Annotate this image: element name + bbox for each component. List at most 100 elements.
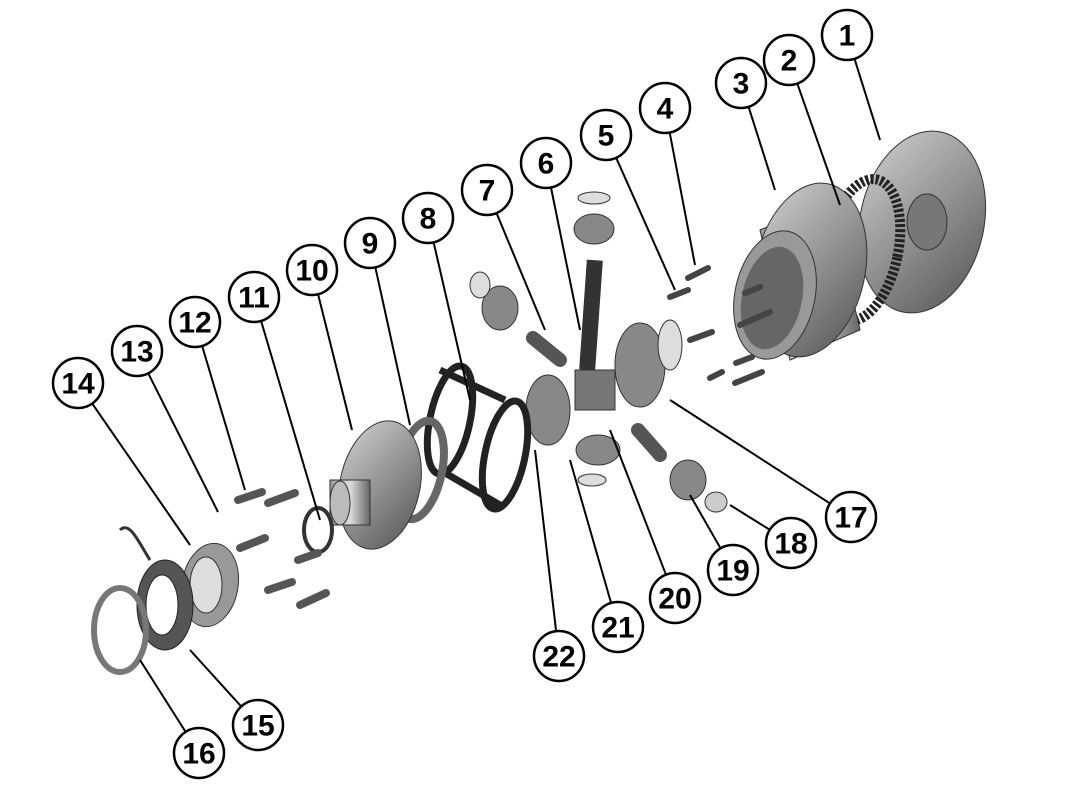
- callout-19: 19: [689, 494, 760, 597]
- callout-circle: [648, 571, 702, 625]
- callout-15: 15: [189, 649, 285, 752]
- callout-number: 5: [598, 120, 615, 153]
- callout-circle: [579, 108, 633, 162]
- part-o-ring: [91, 585, 149, 675]
- callout-circle: [110, 324, 164, 378]
- callout-circle: [227, 270, 281, 324]
- leader-line: [317, 294, 353, 431]
- part-gears: [469, 191, 728, 513]
- callout-number: 22: [542, 641, 575, 674]
- part-bolts: [234, 488, 330, 609]
- callout-10: 10: [285, 243, 353, 431]
- callout-circle: [820, 8, 874, 62]
- callout-9: 9: [343, 216, 411, 426]
- callout-5: 5: [579, 108, 676, 291]
- leader-line: [260, 320, 321, 521]
- callout-13: 13: [110, 324, 219, 513]
- leader-line: [668, 132, 696, 266]
- callout-circle: [460, 163, 514, 217]
- leader-line: [609, 429, 667, 576]
- callout-circle: [824, 490, 878, 544]
- leader-line: [689, 494, 722, 549]
- callout-3: 3: [714, 56, 776, 191]
- callout-number: 8: [420, 203, 437, 236]
- callout-14: 14: [51, 356, 191, 546]
- callout-number: 2: [781, 45, 798, 78]
- callout-circle: [764, 516, 818, 570]
- callout-circle: [706, 543, 760, 597]
- callout-number: 4: [657, 93, 674, 126]
- callout-22: 22: [532, 449, 586, 683]
- leader-line: [615, 157, 676, 291]
- callout-circle: [401, 191, 455, 245]
- part-case: [733, 182, 868, 361]
- callout-circle: [762, 33, 816, 87]
- callout-circle: [638, 81, 692, 135]
- callout-number: 12: [178, 307, 211, 340]
- leader-line: [669, 399, 831, 505]
- part-cage: [423, 362, 532, 513]
- callout-16: 16: [139, 659, 226, 780]
- leader-line: [91, 402, 191, 546]
- callout-11: 11: [227, 270, 321, 521]
- leader-line: [729, 504, 771, 531]
- callout-number: 19: [716, 555, 749, 588]
- callout-21: 21: [569, 459, 645, 654]
- callout-8: 8: [401, 191, 471, 401]
- callout-4: 4: [638, 81, 696, 266]
- callout-number: 16: [182, 738, 215, 771]
- leader-line: [853, 58, 881, 141]
- callout-circle: [714, 56, 768, 110]
- leader-line: [189, 649, 242, 708]
- callout-number: 20: [658, 583, 691, 616]
- callout-number: 21: [601, 612, 634, 645]
- callout-6: 6: [519, 136, 581, 331]
- callout-circle: [51, 356, 105, 410]
- callout-circle: [172, 726, 226, 780]
- callout-number: 3: [733, 68, 750, 101]
- callout-12: 12: [168, 295, 246, 491]
- callout-17: 17: [669, 399, 878, 544]
- callout-number: 11: [238, 282, 270, 315]
- callout-number: 14: [61, 368, 95, 401]
- callout-number: 9: [362, 228, 379, 261]
- part-pins: [526, 331, 667, 462]
- callout-circle: [343, 216, 397, 270]
- callout-number: 17: [834, 502, 867, 535]
- callout-20: 20: [609, 429, 702, 625]
- leader-line: [796, 83, 841, 206]
- leader-line: [569, 459, 613, 604]
- callout-2: 2: [762, 33, 841, 206]
- leader-line: [374, 267, 411, 426]
- callout-circle: [591, 600, 645, 654]
- callout-number: 10: [295, 255, 328, 288]
- leader-line: [747, 106, 776, 191]
- part-hub: [329, 420, 422, 550]
- callout-number: 1: [839, 20, 856, 53]
- callout-circle: [168, 295, 222, 349]
- part-springs: [667, 265, 773, 386]
- callout-circle: [532, 629, 586, 683]
- callout-circle: [231, 698, 285, 752]
- part-seal: [118, 526, 194, 651]
- callout-18: 18: [729, 504, 818, 570]
- leader-line: [550, 187, 581, 331]
- callout-number: 18: [774, 528, 807, 561]
- leader-line: [201, 345, 246, 491]
- callout-7: 7: [460, 163, 546, 331]
- callout-number: 13: [120, 336, 153, 369]
- callout-number: 7: [479, 175, 496, 208]
- callout-number: 6: [538, 148, 555, 181]
- part-cross-shaft: [579, 259, 603, 371]
- leader-line: [147, 372, 219, 513]
- callout-number: 15: [241, 710, 274, 743]
- leader-line: [534, 449, 558, 632]
- callout-circle: [285, 243, 339, 297]
- leader-line: [432, 242, 471, 401]
- callout-circle: [519, 136, 573, 190]
- leader-line: [139, 659, 187, 733]
- leader-line: [495, 212, 546, 331]
